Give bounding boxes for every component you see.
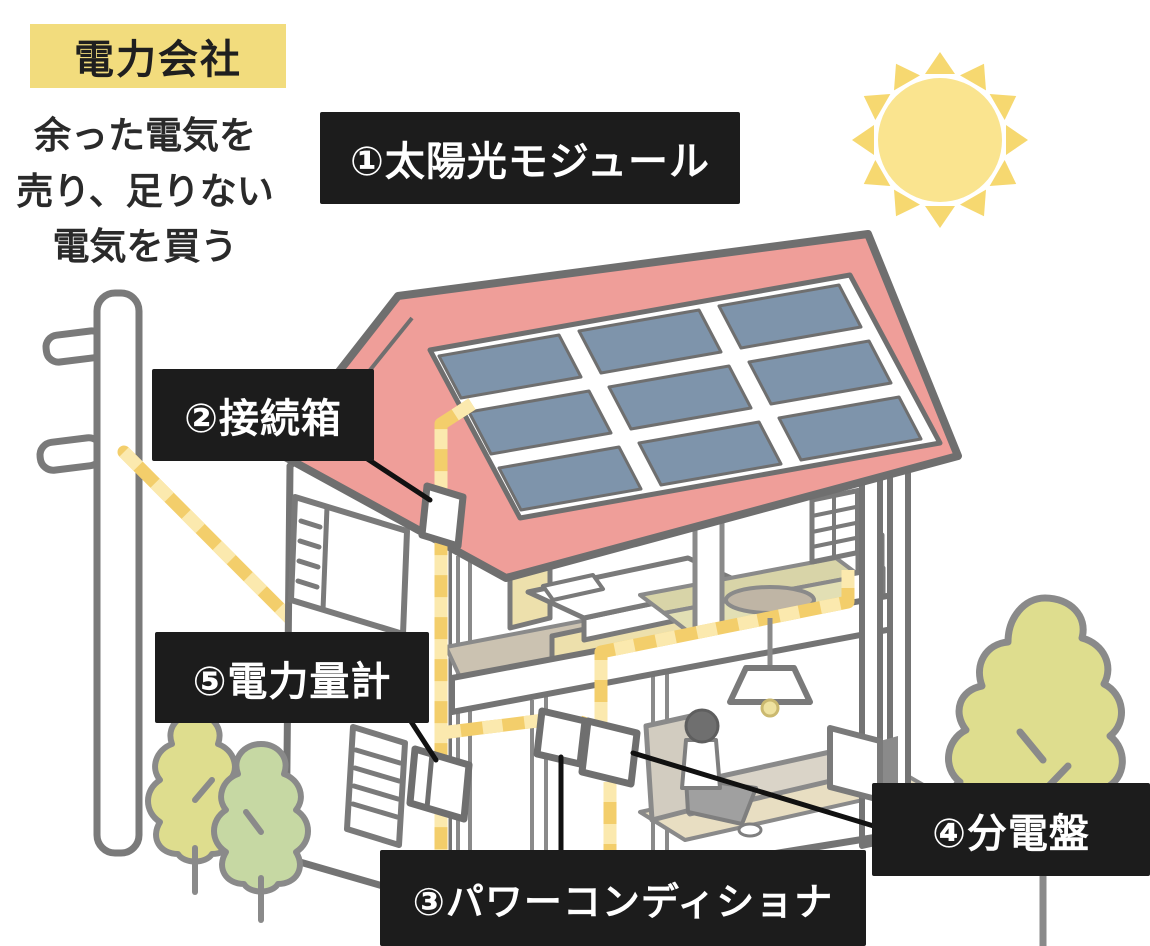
- distribution-board-device: [578, 717, 641, 788]
- solar-panels: [437, 283, 923, 512]
- power-meter-device: [406, 745, 473, 823]
- buy-sell-electricity-note: 余った電気を 売り、足りない 電気を買う: [16, 115, 274, 267]
- callout-junction-box: ②接続箱: [152, 369, 374, 461]
- two-story-house-cutaway: [272, 230, 962, 910]
- callout-power-meter: ⑤電力量計: [155, 632, 429, 723]
- callout-power-conditioner: ③パワーコンディショナ: [380, 850, 866, 946]
- callout-distribution-board: ④分電盤: [872, 783, 1150, 876]
- callout-pointer-lines: [363, 455, 880, 854]
- louver-window: [344, 724, 408, 848]
- solar-panel-grid: [427, 272, 943, 521]
- junction-box-device: [418, 482, 467, 550]
- sun-icon: [852, 52, 1028, 228]
- power-company-badge: 電力会社: [30, 24, 286, 88]
- callout-solar-module: ①太陽光モジュール: [320, 112, 740, 204]
- utility-pole: [36, 289, 143, 857]
- pendant-lamp: [727, 618, 813, 718]
- right-tree: [945, 594, 1126, 946]
- person: [680, 708, 763, 838]
- left-trees: [145, 711, 311, 923]
